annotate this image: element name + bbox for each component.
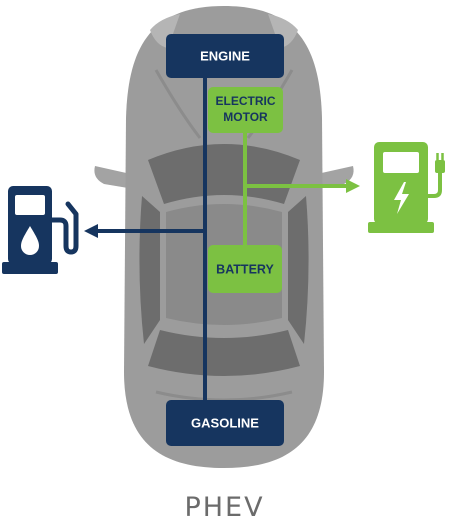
ev-charger-icon bbox=[368, 142, 445, 233]
gasoline-box: GASOLINE bbox=[166, 400, 284, 446]
left-headlight bbox=[150, 14, 180, 48]
hood-line-left bbox=[154, 69, 202, 139]
left-side-window bbox=[139, 196, 160, 344]
gas-pump-icon bbox=[2, 186, 79, 274]
connections bbox=[84, 75, 360, 402]
battery-box: BATTERY bbox=[208, 245, 282, 293]
engine-label: ENGINE bbox=[200, 48, 250, 63]
electric-motor-box: ELECTRIC MOTOR bbox=[208, 87, 283, 133]
gasoline-label: GASOLINE bbox=[191, 415, 259, 430]
battery-label: BATTERY bbox=[216, 262, 274, 276]
electric-motor-label-line1: ELECTRIC bbox=[216, 94, 276, 108]
rear-window bbox=[148, 330, 300, 376]
right-headlight bbox=[268, 14, 298, 48]
diagram-title: PHEV bbox=[184, 492, 265, 523]
right-side-window bbox=[288, 196, 309, 344]
engine-box: ENGINE bbox=[166, 34, 284, 78]
windshield bbox=[148, 144, 300, 204]
electric-motor-label-line2: MOTOR bbox=[223, 110, 268, 124]
charger-arrowhead bbox=[346, 179, 360, 193]
gas-pump-arrowhead bbox=[84, 224, 98, 238]
